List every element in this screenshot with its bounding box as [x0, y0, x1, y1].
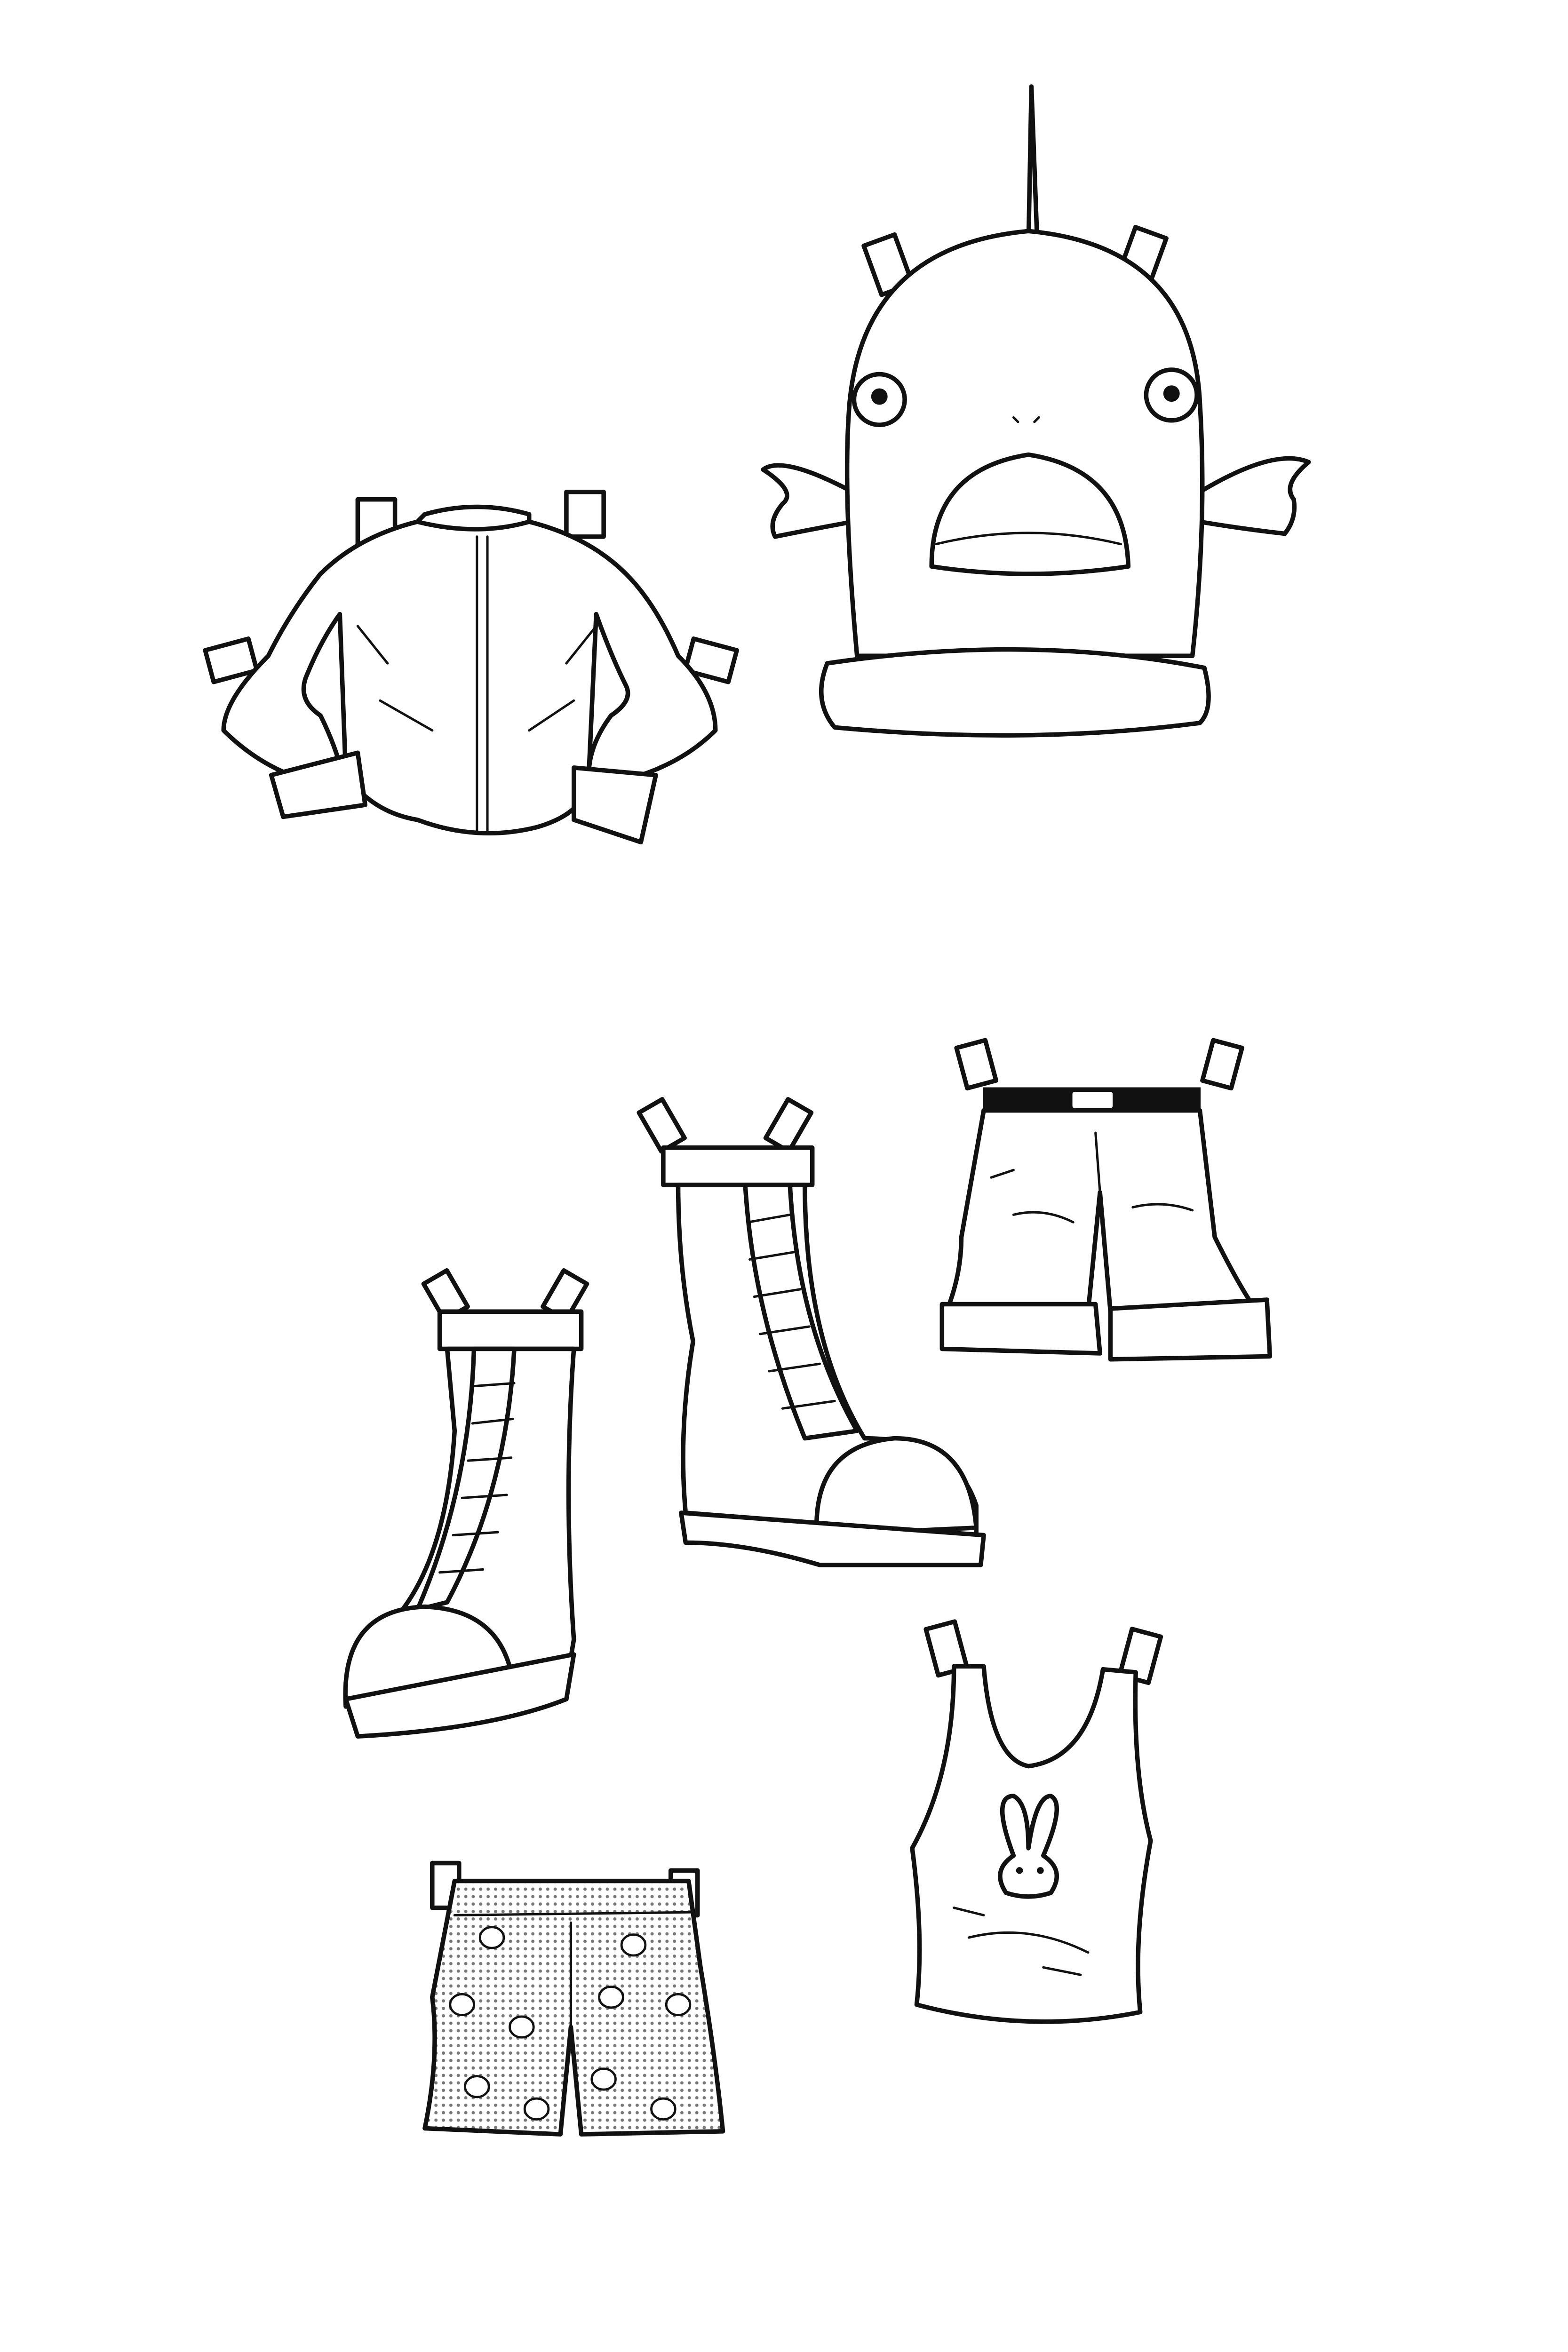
- fish-head-mask-cutout: [761, 84, 1311, 738]
- boot-left-cutout: [343, 1268, 589, 1739]
- bunny-print-shorts-cutout: [422, 1860, 725, 2137]
- jacket-cutout: [203, 490, 739, 845]
- belted-shorts-cutout: [939, 1038, 1273, 1362]
- boot-right-cutout: [637, 1097, 986, 1567]
- bunny-tank-top-cutout: [910, 1619, 1163, 2024]
